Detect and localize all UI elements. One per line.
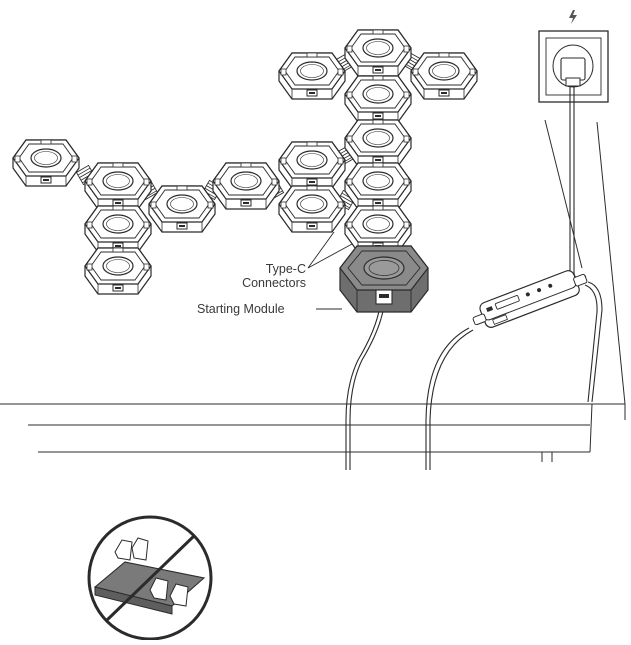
type-c-connectors-label: Type-C Connectors <box>230 262 306 290</box>
type-c-label-line2: Connectors <box>242 276 306 290</box>
prohibited-connector-icon <box>87 515 213 641</box>
room-lines <box>0 119 626 462</box>
type-c-label-line1: Type-C <box>265 262 306 276</box>
controller-box <box>472 270 588 328</box>
lightning-bolt-icon <box>569 10 577 24</box>
starting-module-label: Starting Module <box>197 302 285 316</box>
starting-module <box>339 245 429 313</box>
label-leaders <box>307 231 353 310</box>
